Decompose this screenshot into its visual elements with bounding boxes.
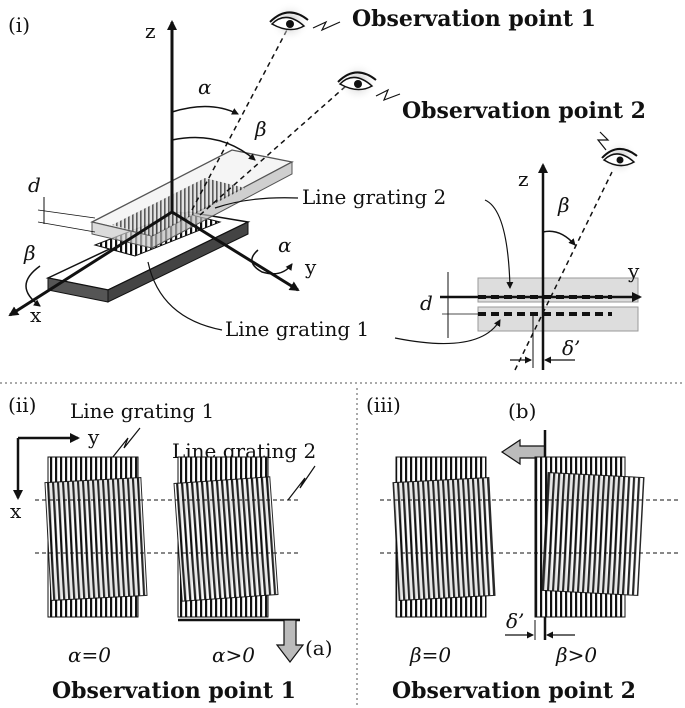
x-axis-label: x	[30, 303, 42, 327]
alpha-zero-label: α=0	[68, 643, 111, 667]
panel-iii-label: (iii)	[366, 393, 401, 417]
y-axis	[171, 210, 300, 292]
inset-beta-arc	[542, 230, 576, 246]
eye-icon	[269, 2, 310, 42]
panel-ii-grating-1-label: Line grating 1	[70, 399, 214, 423]
alpha-positive-label: α>0	[212, 643, 255, 667]
sightline-1	[191, 27, 289, 211]
inset-y-label: y	[627, 259, 640, 283]
grating-2-leader	[214, 197, 299, 209]
d-label-3d: d	[28, 173, 41, 197]
alpha-label: α	[198, 75, 212, 99]
y-axis-label: y	[304, 255, 317, 279]
panel-ii-y-label: y	[87, 425, 100, 449]
grating-2-label: Line grating 2	[302, 185, 446, 209]
grating-1-leader	[147, 261, 223, 331]
x-axis	[8, 210, 173, 317]
grating-pair-alpha-g2	[173, 476, 279, 602]
inset-d-label: d	[420, 291, 433, 315]
panel-ii: (ii) Line grating 1 Line grating 2 y x (…	[8, 393, 333, 704]
substrate-top	[90, 149, 294, 249]
eye-icon	[337, 62, 378, 102]
cross-section-inset: z y β d δ’	[394, 131, 642, 371]
panel-i-label: (i)	[8, 13, 30, 37]
beta-rotation-arrow	[25, 265, 41, 307]
alpha-rotation-arrow	[251, 249, 293, 275]
observer-1-leader	[312, 20, 341, 32]
marker-b: (b)	[508, 399, 536, 423]
inset-beta-label: β	[557, 193, 570, 217]
eye-icon	[601, 140, 638, 176]
shift-arrow-a	[275, 619, 305, 663]
alpha-rotation-label: α	[278, 233, 292, 257]
panel-i: (i) z y x α β α	[8, 2, 646, 341]
grating-pair-beta-g2	[541, 472, 645, 596]
bottom-layer	[477, 306, 639, 332]
grating-1-label: Line grating 1	[225, 317, 369, 341]
observation-point-1-top: Observation point 1	[352, 6, 596, 32]
sightline-2	[199, 77, 356, 216]
panel-ii-label: (ii)	[8, 393, 36, 417]
observation-point-2-top: Observation point 2	[402, 98, 646, 124]
observation-point-1-bottom: Observation point 1	[52, 678, 296, 704]
beta-rotation-label: β	[23, 241, 36, 265]
grating-pair-beta0-g2	[392, 477, 496, 601]
inset-sightline	[514, 171, 613, 371]
alpha-arc	[171, 105, 239, 115]
inset-delta-label: δ’	[562, 336, 580, 360]
grating-pair-alpha0-g2	[44, 477, 148, 601]
observer-2-leader	[375, 88, 401, 102]
marker-a: (a)	[305, 636, 333, 660]
panel-iii: (iii) (b) δ’ β=0 β>0 Observation point 2	[366, 393, 680, 704]
z-axis-label: z	[145, 19, 156, 43]
beta-positive-label: β>0	[555, 643, 597, 667]
beta-zero-label: β=0	[409, 643, 451, 667]
inset-z-label: z	[518, 167, 529, 191]
beta-arc	[171, 136, 256, 161]
beta-label: β	[254, 117, 267, 141]
observation-point-2-bottom: Observation point 2	[392, 678, 636, 704]
panel-ii-x-label: x	[10, 499, 22, 523]
delta-bottom-label: δ’	[506, 609, 524, 633]
